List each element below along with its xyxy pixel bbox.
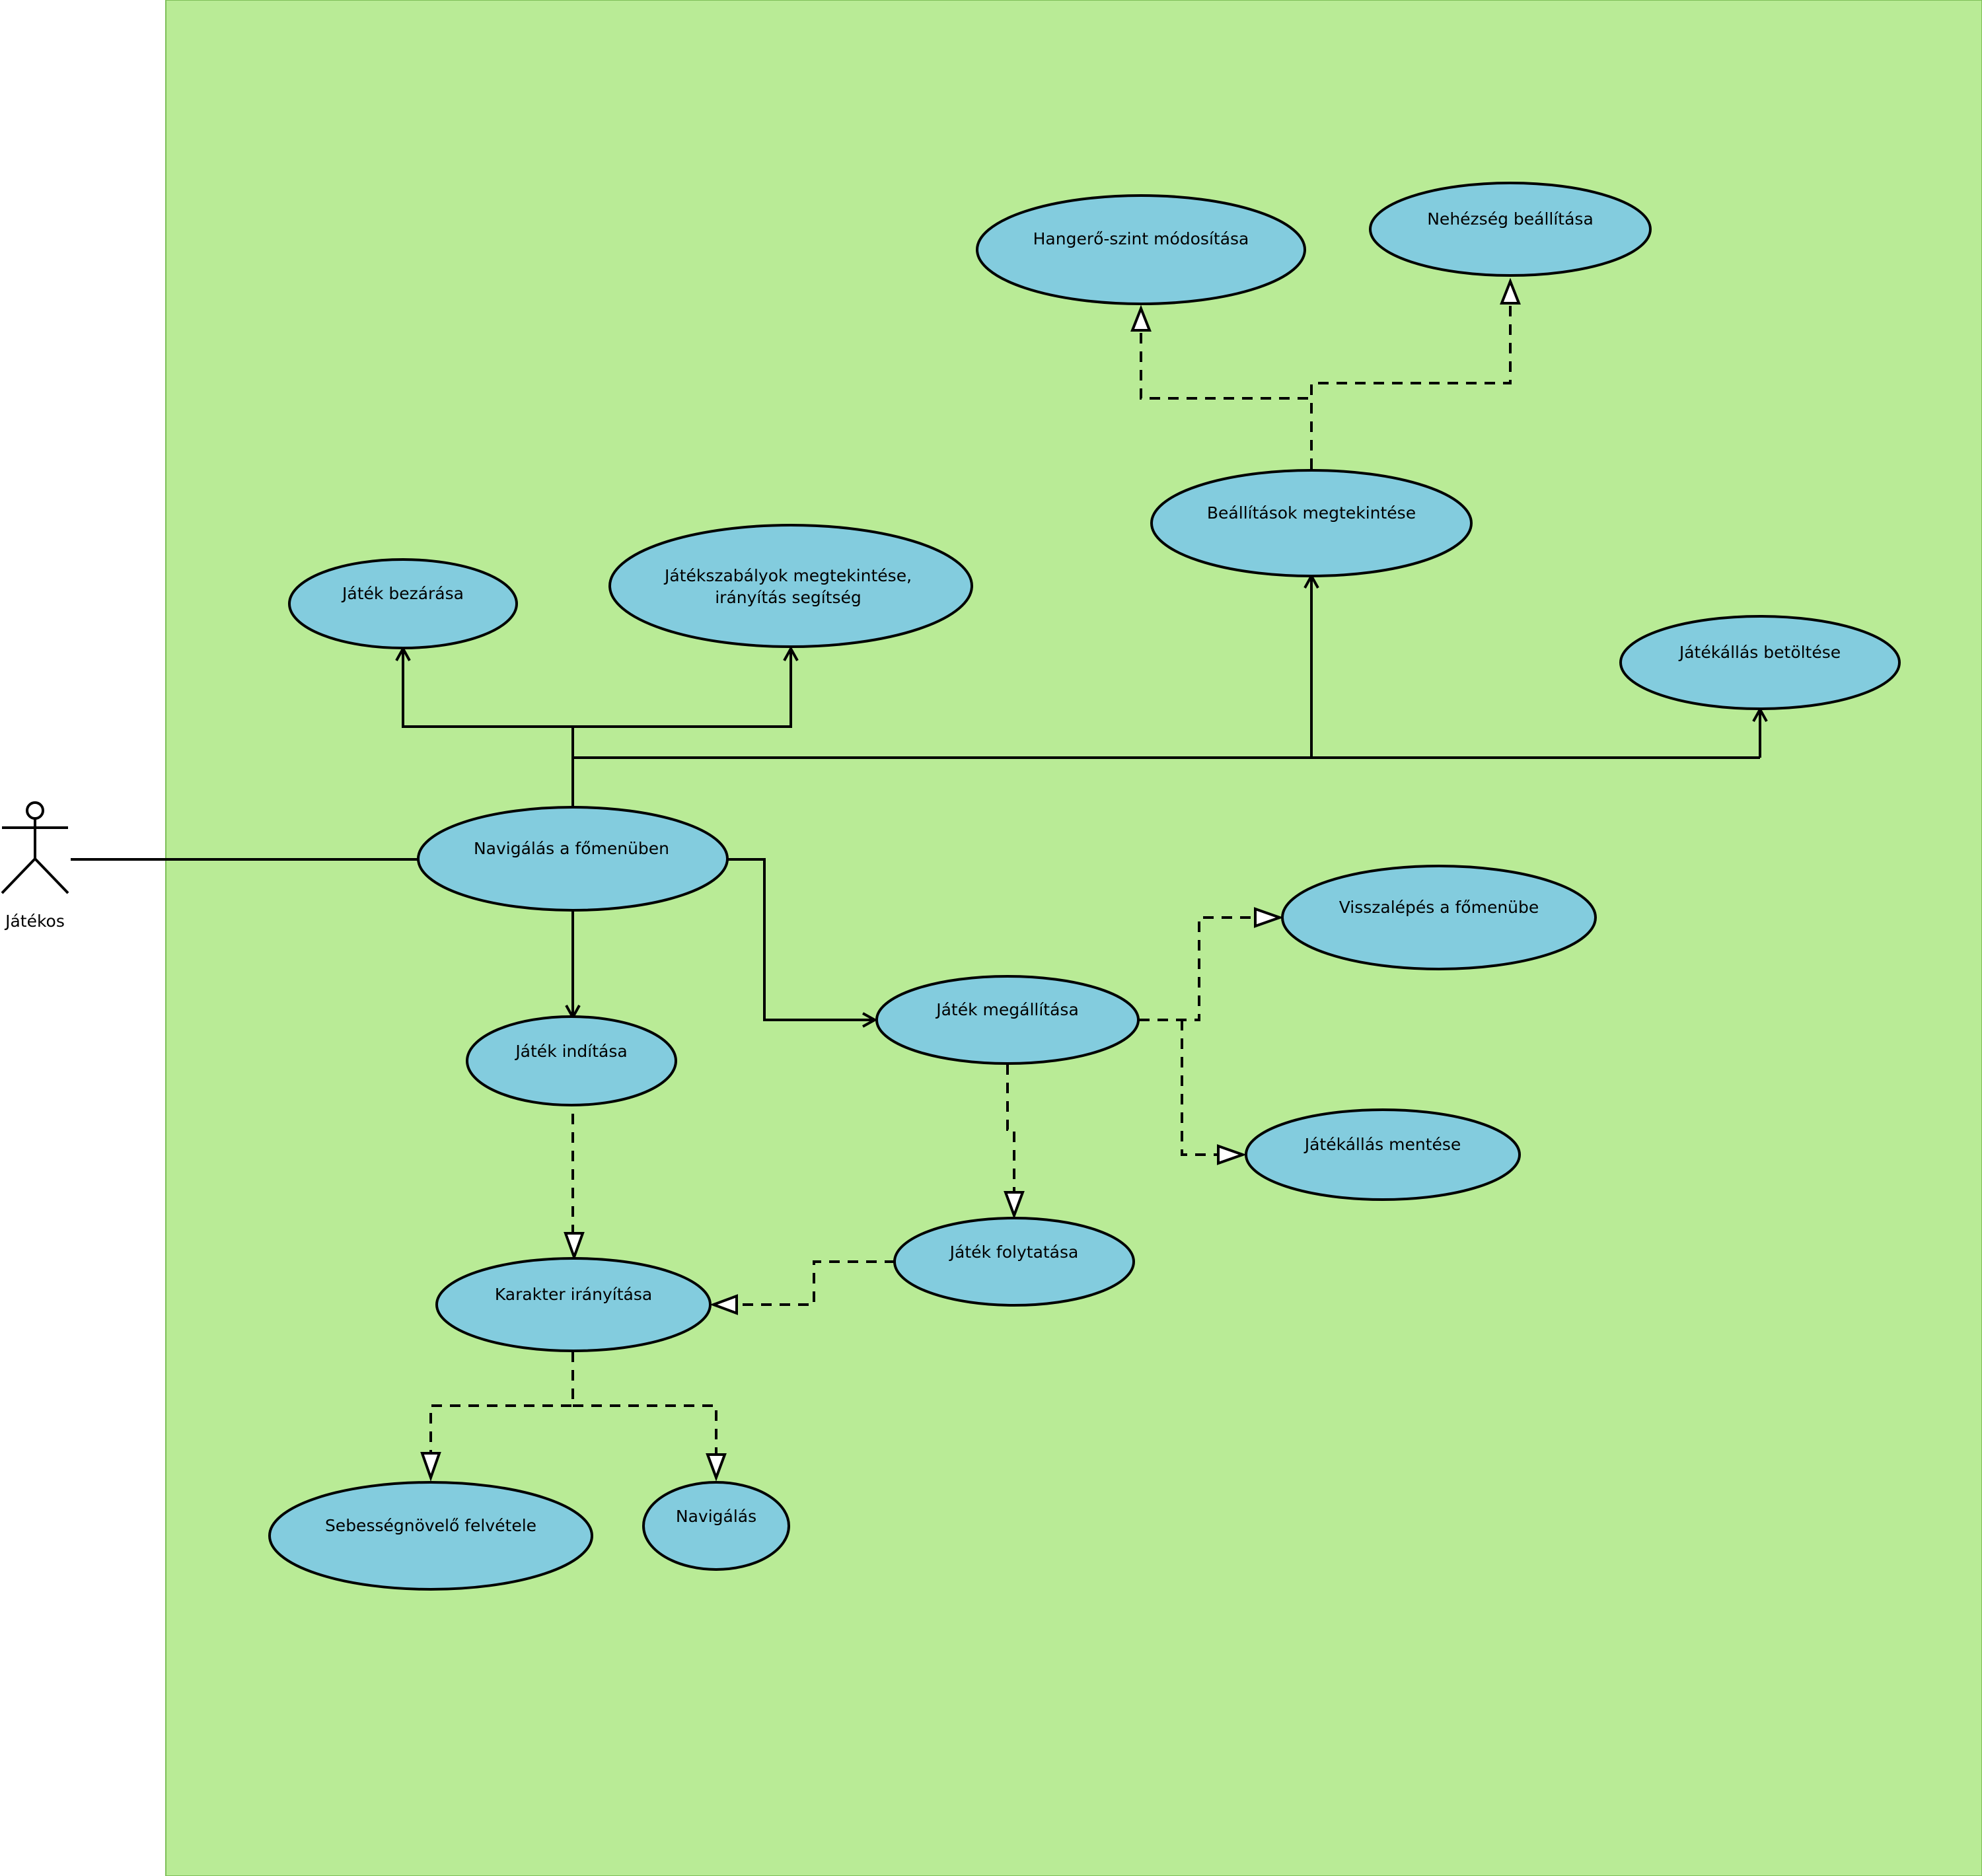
assoc-to-jatek-megallitasa xyxy=(728,858,873,1021)
use-case-label: Játék indítása xyxy=(514,1042,627,1061)
arrowhead-karakter-from-inditasa xyxy=(564,1232,585,1261)
use-case-jatek-folytatasa[interactable]: Játék folytatása xyxy=(893,1217,1135,1307)
dep-megallitasa-visszalepes xyxy=(1139,916,1255,1021)
arrowhead-jatekallas-mentese xyxy=(1217,1144,1247,1165)
arrowhead-navigalas xyxy=(706,1453,727,1482)
use-case-jatek-bezarasa[interactable]: Játék bezárása xyxy=(288,558,518,649)
use-case-label: Beállítások megtekintése xyxy=(1207,503,1416,523)
use-case-label: Játékállás mentése xyxy=(1303,1135,1461,1154)
use-case-label: Navigálás a főmenüben xyxy=(474,839,669,858)
arrowhead-hangero xyxy=(1130,305,1152,332)
dep-beallitasok-hangero xyxy=(1140,330,1313,469)
use-case-label: Hangerő-szint módosítása xyxy=(1033,229,1249,248)
use-case-jatekallas-betoltese[interactable]: Játékállás betöltése xyxy=(1619,615,1901,710)
arrowhead-nehezseg xyxy=(1500,277,1521,305)
use-case-visszalepes[interactable]: Visszalépés a főmenübe xyxy=(1281,865,1597,970)
arrowhead-jatekszabalyok xyxy=(783,645,799,661)
arrowhead-karakter-from-folytatasa xyxy=(710,1294,738,1315)
arrowhead-sebessegnovelo xyxy=(420,1452,441,1482)
use-case-label: Játék megállítása xyxy=(935,1000,1079,1019)
actor-label: Játékos xyxy=(4,912,65,931)
use-case-label: Nehézség beállítása xyxy=(1427,209,1594,229)
use-case-navigalas-fomenu[interactable]: Navigálás a főmenüben xyxy=(417,806,729,912)
arrowhead-visszalepes xyxy=(1254,907,1284,928)
use-case-label-line2: irányítás segítség xyxy=(715,588,862,607)
use-case-navigalas[interactable]: Navigálás xyxy=(642,1481,790,1571)
dep-folytatasa-karakter xyxy=(737,1260,895,1306)
dep-beallitasok-nehezseg xyxy=(1310,303,1512,469)
assoc-to-jatekszabalyok xyxy=(573,650,792,728)
use-case-label: Játék folytatása xyxy=(949,1243,1079,1262)
use-case-label: Játékállás betöltése xyxy=(1678,643,1841,662)
dep-megallitasa-mentese xyxy=(1181,1020,1218,1156)
actor-head xyxy=(26,801,44,820)
dep-karakter-navigalas xyxy=(573,1404,717,1455)
use-case-label-line1: Játékszabályok megtekintése, xyxy=(663,566,912,585)
use-case-jatekszabalyok[interactable]: Játékszabályok megtekintése, irányítás s… xyxy=(608,524,973,648)
use-case-karakter-iranyitasa[interactable]: Karakter irányítása xyxy=(435,1257,712,1352)
use-case-sebessegnovelo[interactable]: Sebességnövelő felvétele xyxy=(268,1481,593,1591)
use-case-beallitasok[interactable]: Beállítások megtekintése xyxy=(1150,469,1473,577)
actor-leg-left xyxy=(1,857,36,894)
actor-leg-right xyxy=(34,857,69,894)
use-case-jatek-megallitasa[interactable]: Játék megállítása xyxy=(875,975,1140,1065)
use-case-jatek-inditasa[interactable]: Játék indítása xyxy=(466,1015,677,1106)
use-case-label: Navigálás xyxy=(676,1507,756,1526)
actor-jatekos[interactable]: Játékos xyxy=(1,801,69,931)
use-case-label: Visszalépés a főmenübe xyxy=(1339,898,1539,917)
arrowhead-jatek-folytatasa xyxy=(1004,1191,1025,1219)
dep-karakter-sebessegnovelo xyxy=(429,1352,574,1453)
use-case-nehezseg[interactable]: Nehézség beállítása xyxy=(1369,182,1652,277)
use-case-label: Karakter irányítása xyxy=(495,1285,652,1304)
use-case-jatekallas-mentese[interactable]: Játékállás mentése xyxy=(1245,1108,1521,1201)
use-case-hangero[interactable]: Hangerő-szint módosítása xyxy=(976,194,1306,305)
use-case-label: Játék bezárása xyxy=(341,584,464,603)
assoc-to-jatek-bezarasa xyxy=(402,650,573,728)
arrowhead-jatek-megallitasa xyxy=(862,1012,878,1028)
use-case-label: Sebességnövelő felvétele xyxy=(325,1516,536,1535)
